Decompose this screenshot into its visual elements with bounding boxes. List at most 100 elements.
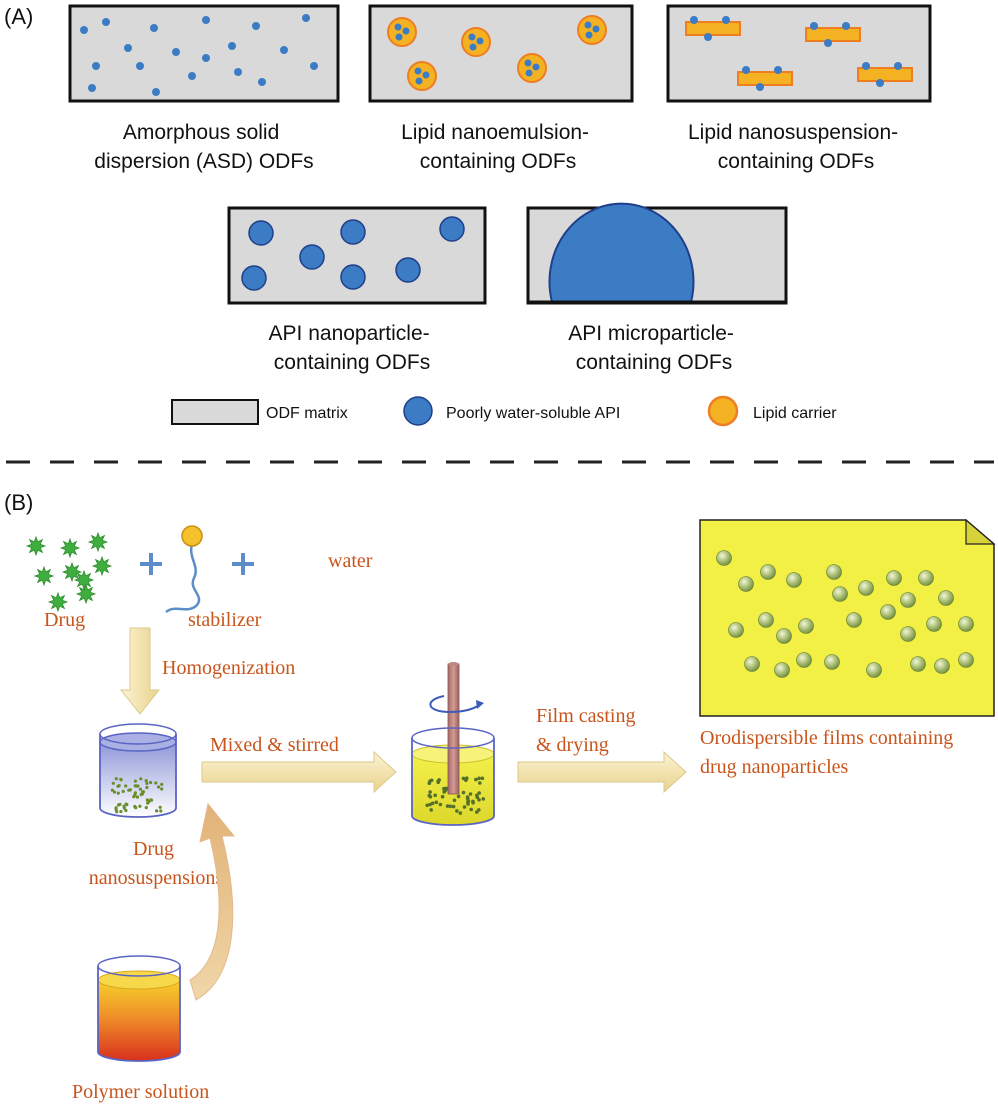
film-nanoparticle (866, 662, 882, 678)
drug-label: Drug (44, 609, 85, 631)
nanoparticle-dot (477, 798, 481, 802)
nanoparticle-dot (115, 810, 119, 814)
nanoparticle-dot (119, 809, 123, 814)
lipid-droplet (517, 53, 547, 83)
lipid-bar (737, 66, 793, 91)
film-casting-label-line-2: & drying (536, 734, 609, 756)
nanoparticle-dot (121, 789, 125, 794)
api-nanoparticle (241, 265, 267, 291)
asd-odf-box (68, 4, 340, 103)
film-nanoparticle (716, 550, 732, 566)
nanoparticle-dot (160, 787, 164, 791)
nanoparticle-dot (425, 803, 430, 808)
drug-particle-icon (87, 531, 109, 553)
nanoparticle-dot (456, 794, 461, 799)
product-label-block: Orodispersible films containing drug nan… (700, 724, 996, 782)
api-molecule-dot (88, 84, 96, 92)
film-nanoparticle (858, 580, 874, 596)
nanoemulsion-caption-line-2: containing ODFs (420, 150, 576, 173)
nanoparticle-dot (154, 781, 158, 785)
film-nanoparticle (832, 586, 848, 602)
film-nanoparticle (958, 616, 974, 632)
nanoparticle-dot (145, 781, 149, 786)
api-molecule-dot (124, 44, 132, 52)
nanoparticle-dot (157, 785, 161, 789)
polymer-beaker (97, 955, 181, 1062)
lipid-droplet (461, 27, 491, 57)
legend-lipid-swatch (707, 395, 739, 427)
film-nanoparticles (716, 550, 974, 678)
plus-icon (140, 553, 162, 575)
legend-api-swatch (403, 396, 433, 426)
water-label: water (328, 550, 373, 572)
nanoemulsion-caption-line-1: Lipid nanoemulsion- (401, 121, 589, 144)
nanoparticle-dot (138, 804, 142, 808)
drug-particle-icon (33, 565, 55, 587)
nanoparticle-dot (134, 784, 139, 788)
legend-lipid-label: Lipid carrier (753, 405, 837, 422)
nanoparticle-dot (440, 794, 445, 799)
polymer-addition-arrow-icon (189, 802, 236, 1001)
product-label-line-2: drug nanoparticles (700, 756, 849, 778)
film-nanoparticle (826, 564, 842, 580)
api-molecule-dot (102, 18, 110, 26)
film-nanoparticle (758, 612, 774, 628)
nanoparticle-dot (122, 804, 126, 808)
api-molecule-dot (228, 42, 236, 50)
api-molecule-dot (172, 48, 180, 56)
film-nanoparticle (934, 658, 950, 674)
nanoparticle-dot (140, 792, 145, 796)
api-nanoparticle (340, 264, 366, 290)
asd-caption-line-2: dispersion (ASD) ODFs (94, 150, 313, 173)
nanosuspension-caption: Lipid nanosuspension- containing ODFs (688, 121, 904, 173)
api-molecule-dot (234, 68, 242, 76)
api-molecule-dot (310, 62, 318, 70)
api-molecule-dot (92, 62, 100, 70)
nanoparticle-dot (135, 795, 140, 799)
nanoparticle-dot (429, 808, 434, 812)
film-nanoparticle (938, 590, 954, 606)
nanoparticle-dot (114, 777, 118, 781)
odf-matrix-rect (666, 4, 932, 103)
api-molecule-dot (136, 62, 144, 70)
film-nanoparticle (886, 570, 902, 586)
nanoparticle-dot (144, 779, 148, 783)
nanoparticle-dot (469, 807, 474, 812)
api-nanoparticle-caption-line-1: API nanoparticle- (269, 322, 430, 345)
nanoparticle-dot (158, 805, 162, 809)
mixing-nanoparticle-dots (425, 776, 486, 815)
legend-matrix-label: ODF matrix (266, 405, 348, 422)
film-casting-label: Film casting & drying (536, 705, 640, 756)
nanoparticle-dot (149, 798, 153, 802)
film-nanoparticle (926, 616, 942, 632)
nanoparticle-dot (147, 800, 151, 804)
polymer-solution-label: Polymer solution (72, 1081, 209, 1103)
product-label-line-1-visible: Orodispersible films containing (700, 727, 954, 749)
nanosuspensions-label: Drug nanosuspensions (89, 838, 224, 889)
film-folded-corner-icon (965, 518, 996, 545)
film-nanoparticle (786, 572, 802, 588)
api-nanoparticle (299, 244, 325, 270)
film-nanoparticle (774, 662, 790, 678)
nanoparticle-dot (465, 776, 469, 780)
api-nanoparticle-odf-box (227, 206, 487, 305)
legend-api-label: Poorly water-soluble API (446, 405, 620, 422)
drug-particle-icon (47, 591, 69, 613)
nanoparticle-dot (112, 790, 117, 794)
nanoparticle-dot (434, 800, 439, 805)
api-molecule-dot (202, 16, 210, 24)
nanoparticle-dot (429, 778, 434, 783)
film-nanoparticle (760, 564, 776, 580)
api-microparticle (548, 202, 695, 303)
nanoparticle-dot (433, 793, 438, 798)
film-nanoparticle (798, 618, 814, 634)
nanoparticle-dot (461, 776, 466, 781)
legend: ODF matrix Poorly water-soluble API Lipi… (171, 395, 837, 427)
drug-particle-icon (61, 561, 83, 583)
api-molecule-dot (80, 26, 88, 34)
stirring-rod-icon (447, 663, 460, 795)
api-molecule-dot (150, 24, 158, 32)
nanoparticle-dot (465, 795, 470, 799)
mixing-beaker (411, 662, 495, 826)
nanoparticle-dot (111, 781, 115, 785)
